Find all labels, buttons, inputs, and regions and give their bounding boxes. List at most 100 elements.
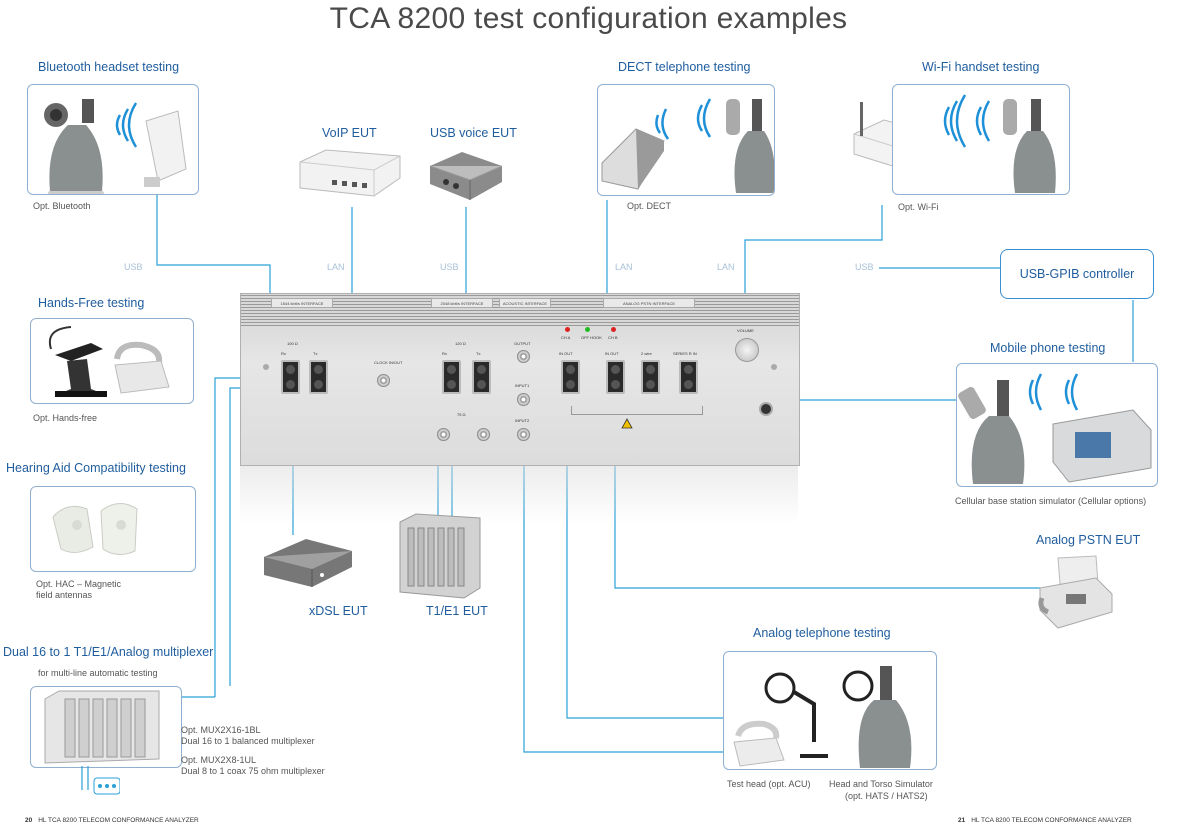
mux-opt2-line1: Opt. MUX2X8-1UL <box>181 755 257 765</box>
xdsl-modem-icon <box>264 539 352 587</box>
dect-caption: Opt. DECT <box>627 201 672 211</box>
mux-box <box>30 686 182 768</box>
headphone-jack[interactable] <box>759 402 773 416</box>
mux-chain-icon <box>81 766 120 795</box>
footer-left: 20 HL TCA 8200 TELECOM CONFORMANCE ANALYZ… <box>25 817 199 824</box>
label-input2: INPUT2 <box>515 418 530 423</box>
analog-tel-illustration <box>733 666 912 768</box>
label-inout-2: IN OUT <box>605 351 619 356</box>
label-rx-2: Rx <box>442 351 447 356</box>
jack-1544-tx[interactable] <box>309 360 328 394</box>
bnc-75-tx[interactable] <box>477 428 490 441</box>
analog-tel-caption-right-line2: (opt. HATS / HATS2) <box>845 791 928 801</box>
tca8200-front-panel: 1544 kbit/s INTERFACE 2048 kbit/s INTERF… <box>240 293 800 466</box>
label-rx-1: Rx <box>281 351 286 356</box>
footer-left-page: 20 <box>25 817 33 824</box>
xdsl-heading: xDSL EUT <box>309 604 368 618</box>
dect-handset-icon <box>726 99 740 135</box>
usb-voice-device-icon <box>429 152 503 200</box>
analog-tel-heading: Analog telephone testing <box>753 626 891 640</box>
plate-2048: 2048 kbit/s INTERFACE <box>431 298 493 308</box>
analog-tel-caption-left: Test head (opt. ACU) <box>727 779 811 789</box>
wifi-caption: Opt. Wi-Fi <box>898 202 939 212</box>
wireless-signal-icon <box>1028 373 1043 411</box>
mux-opt1-line1: Opt. MUX2X16-1BL <box>181 725 261 735</box>
handsfree-heading: Hands-Free testing <box>38 296 145 310</box>
dect-illustration <box>601 98 774 193</box>
mux-opt1-line2: Dual 16 to 1 balanced multiplexer <box>181 736 315 746</box>
mux-subheading: for multi-line automatic testing <box>38 668 158 678</box>
line-mux-b <box>229 387 240 686</box>
label-100-ohm: 100 Ω <box>287 341 298 346</box>
label-ch-a: CH A <box>561 335 571 340</box>
acoustic-output[interactable] <box>517 350 530 363</box>
wifi-heading: Wi-Fi handset testing <box>922 60 1040 74</box>
mux-heading: Dual 16 to 1 T1/E1/Analog multiplexer <box>3 645 214 659</box>
link-label-lan-voip: LAN <box>327 262 345 272</box>
wifi-box <box>892 84 1070 195</box>
label-series: SERIES R IN <box>673 351 697 356</box>
voip-heading: VoIP EUT <box>322 126 377 140</box>
jack-2048-rx[interactable] <box>442 360 461 394</box>
footer-right-text: HL TCA 8200 TELECOM CONFORMANCE ANALYZER <box>971 817 1132 824</box>
hac-box <box>30 486 196 572</box>
bnc-clock[interactable] <box>377 374 390 387</box>
warning-icon <box>621 418 633 429</box>
mux-opt2-line2: Dual 8 to 1 coax 75 ohm multiplexer <box>181 766 325 776</box>
footer-left-text: HL TCA 8200 TELECOM CONFORMANCE ANALYZER <box>38 817 199 824</box>
wireless-signal-icon <box>115 102 138 148</box>
wifi-handset-icon <box>1003 99 1017 135</box>
link-label-lan-dect: LAN <box>615 262 633 272</box>
plate-acoustic: ACOUSTIC INTERFACE <box>499 298 551 308</box>
test-head-icon <box>764 672 796 704</box>
label-120-ohm: 120 Ω <box>455 341 466 346</box>
analog-pstn-heading: Analog PSTN EUT <box>1036 533 1141 547</box>
label-inout-1: IN OUT <box>559 351 573 356</box>
usb-dongle-icon <box>145 110 187 182</box>
acoustic-input1[interactable] <box>517 393 530 406</box>
line-wifi <box>744 205 883 293</box>
acoustic-input2[interactable] <box>517 428 530 441</box>
t1e1-rack-icon <box>399 513 481 599</box>
line-analog-b <box>523 464 723 753</box>
voip-device-icon <box>299 149 401 197</box>
dect-box <box>597 84 775 196</box>
jack-pstn-a[interactable] <box>561 360 580 394</box>
bnc-75-rx[interactable] <box>437 428 450 441</box>
dect-heading: DECT telephone testing <box>618 60 751 74</box>
mobile-caption: Cellular base station simulator (Cellula… <box>955 496 1147 506</box>
led-ch-a <box>565 327 570 332</box>
wireless-signal-icon <box>655 108 670 140</box>
label-clock: CLOCK IN/OUT <box>374 360 403 365</box>
panel-reflection <box>240 464 798 524</box>
hac-caption-line1: Opt. HAC – Magnetic <box>36 579 122 589</box>
link-label-usb-voice: USB <box>440 262 459 272</box>
led-ch-b <box>611 327 616 332</box>
line-analog-a <box>566 464 723 719</box>
jack-2048-tx[interactable] <box>472 360 491 394</box>
label-input1: INPUT1 <box>515 383 530 388</box>
hac-illustration <box>52 503 138 555</box>
jack-series[interactable] <box>679 360 698 394</box>
handsfree-illustration <box>49 326 170 397</box>
mobile-box <box>956 363 1158 487</box>
analog-tel-box <box>723 651 937 770</box>
jack-2wire[interactable] <box>641 360 660 394</box>
hac-heading: Hearing Aid Compatibility testing <box>6 461 186 475</box>
bluetooth-caption: Opt. Bluetooth <box>33 201 91 211</box>
bluetooth-heading: Bluetooth headset testing <box>38 60 180 74</box>
telephone-icon <box>735 720 780 739</box>
link-label-usb-gpib: USB <box>855 262 874 272</box>
telephone-icon <box>114 341 163 364</box>
label-ch-b: CH B <box>608 335 618 340</box>
wifi-illustration <box>943 94 1056 193</box>
plate-1544: 1544 kbit/s INTERFACE <box>271 298 333 308</box>
plate-analog-pstn: ANALOG PSTN INTERFACE <box>603 298 695 308</box>
label-tx-1: Tx <box>313 351 318 356</box>
panel-screw-left <box>263 364 269 370</box>
jack-1544-rx[interactable] <box>281 360 300 394</box>
t1e1-heading: T1/E1 EUT <box>426 604 488 618</box>
volume-knob[interactable] <box>735 338 759 362</box>
jack-pstn-b[interactable] <box>606 360 625 394</box>
